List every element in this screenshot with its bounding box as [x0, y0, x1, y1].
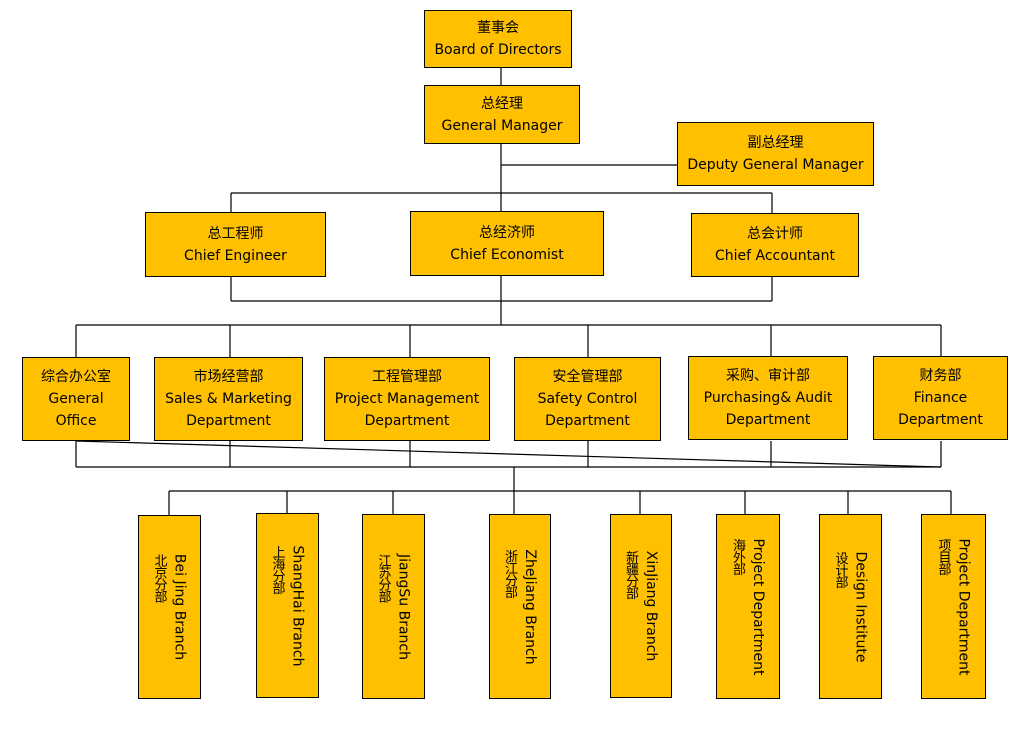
chief-zh: 总会计师	[747, 226, 803, 242]
branch-jiangsu-box: JiangSu Branch 江苏分部	[362, 514, 425, 699]
branch-en: Design Institute	[852, 551, 869, 662]
gm-en: General Manager	[441, 117, 563, 134]
branch-zh: 浙江分部	[502, 548, 517, 597]
chief-economist-box: 总经济师 Chief Economist	[410, 211, 604, 276]
branch-en: Bei Jing Branch	[171, 553, 188, 661]
branch-zhejiang-box: ZheJiang Branch 浙江分部	[489, 514, 551, 699]
dept-project-management-box: 工程管理部 Project Management Department	[324, 357, 490, 441]
dept-en-line2: Department	[186, 413, 271, 429]
branch-en: ShangHai Branch	[289, 545, 306, 666]
dept-en-line1: General	[48, 391, 104, 407]
dept-en-line2: Department	[725, 412, 811, 428]
branch-design-institute-box: Design Institute 设计部	[819, 514, 882, 699]
dept-zh: 安全管理部	[552, 369, 623, 385]
dept-en-line1: Purchasing& Audit	[703, 390, 833, 406]
branch-project-department-box: Project Department 项目部	[921, 514, 986, 699]
deputy-general-manager-box: 副总经理 Deputy General Manager	[677, 122, 874, 186]
chief-zh: 总工程师	[207, 225, 264, 242]
dept-zh: 市场经营部	[193, 369, 264, 385]
branch-beijing-box: Bei Jing Branch 北京分部	[138, 515, 201, 699]
branch-zh: 北京分部	[151, 553, 167, 602]
branch-en: XinJiang Branch	[643, 550, 659, 662]
branch-zh: 设计部	[832, 551, 848, 588]
branch-en: Project Department	[955, 537, 972, 676]
branch-xinjiang-box: XinJiang Branch 新疆分部	[610, 514, 672, 698]
chief-en: Chief Economist	[450, 246, 564, 263]
dept-safety-control-box: 安全管理部 Safety Control Department	[514, 357, 661, 441]
branch-en: JiangSu Branch	[395, 553, 412, 660]
dept-purchasing-audit-box: 采购、审计部 Purchasing& Audit Department	[688, 356, 848, 440]
branch-zh: 海外部	[730, 537, 745, 574]
branch-en: Project Department	[750, 537, 766, 676]
dept-sales-marketing-box: 市场经营部 Sales & Marketing Department	[154, 357, 303, 441]
chief-zh: 总经济师	[479, 224, 535, 241]
dept-en-line2: Department	[364, 413, 450, 429]
dept-zh: 综合办公室	[41, 369, 111, 385]
chief-accountant-box: 总会计师 Chief Accountant	[691, 213, 859, 277]
deputy-zh: 副总经理	[747, 135, 804, 151]
chief-en: Chief Accountant	[715, 248, 835, 264]
chief-en: Chief Engineer	[184, 247, 287, 264]
dept-zh: 采购、审计部	[726, 368, 810, 384]
general-manager-box: 总经理 General Manager	[424, 85, 580, 144]
dept-en-line2: Department	[898, 412, 983, 428]
dept-en-line1: Safety Control	[537, 391, 638, 407]
dept-general-office-box: 综合办公室 General Office	[22, 357, 130, 441]
dept-en-line1: Sales & Marketing	[165, 391, 292, 407]
branch-zh: 新疆分部	[623, 550, 638, 599]
dept-finance-box: 财务部 Finance Department	[873, 356, 1008, 440]
dept-zh: 工程管理部	[372, 369, 442, 385]
branch-shanghai-box: ShangHai Branch 上海分部	[256, 513, 319, 698]
branch-en: ZheJiang Branch	[522, 548, 538, 665]
chief-engineer-box: 总工程师 Chief Engineer	[145, 212, 326, 277]
gm-zh: 总经理	[481, 95, 523, 112]
dept-zh: 财务部	[919, 368, 962, 384]
branch-overseas-project-box: Project Department 海外部	[716, 514, 780, 699]
board-of-directors-box: 董事会 Board of Directors	[424, 10, 572, 68]
branch-zh: 江苏分部	[375, 553, 391, 602]
dept-en-line1: Finance	[913, 390, 968, 406]
branch-zh: 上海分部	[269, 545, 285, 594]
deputy-en: Deputy General Manager	[687, 157, 864, 173]
dept-en-line1: Project Management	[334, 391, 480, 407]
branch-zh: 项目部	[935, 537, 951, 574]
dept-en-line2: Department	[545, 413, 630, 429]
board-zh: 董事会	[477, 20, 519, 36]
dept-en-line2: Office	[55, 413, 97, 429]
board-en: Board of Directors	[434, 42, 562, 58]
connector-depts-bottom-bus	[75, 440, 942, 468]
